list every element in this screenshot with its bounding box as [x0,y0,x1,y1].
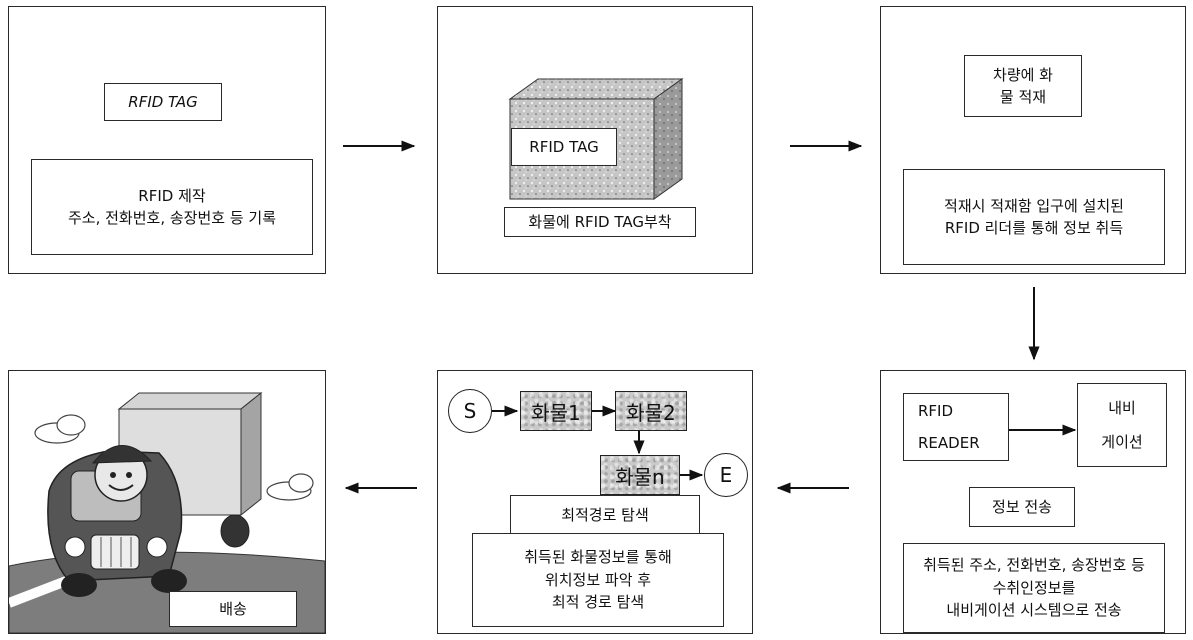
nav-line-1: 내비 [1108,398,1136,417]
rfid-tag-text: RFID TAG [128,92,198,111]
arrow-step2-to-step3 [790,140,863,152]
panel-delivery: 배송 [8,370,326,634]
cargo2-node: 화물2 [615,391,687,431]
panel-vehicle-loading: 차량에 화 물 적재 적재시 적재함 입구에 설치된 RFID 리더를 통해 정… [880,6,1186,274]
desc-line-3: 내비게이션 시스템으로 전송 [946,601,1122,620]
rfid-tag-label: RFID TAG [104,83,222,121]
desc-line-1: 취득된 주소, 전화번호, 송장번호 등 [923,556,1145,575]
desc-line-2: 수취인정보를 [992,578,1076,597]
reader-line-1: RFID [918,401,954,420]
vehicle-loading-title: 차량에 화 물 적재 [964,55,1082,117]
tag-attach-caption: 화물에 RFID TAG부착 [504,207,696,237]
nav-line-2: 게이션 [1101,433,1143,451]
arrow-cargo2-to-cargon [633,431,645,455]
rfid-reader-box: RFID READER [903,393,1009,461]
box-tag-text: RFID TAG [529,137,599,156]
panel-rfid-production: RFID TAG RFID 제작 주소, 전화번호, 송장번호 등 기록 [8,6,326,274]
panel-tag-attach: RFID TAG 화물에 RFID TAG부착 [437,6,753,274]
desc-line-1: RFID 제작 [138,186,206,205]
info-transfer-label: 정보 전송 [969,487,1075,527]
box-tag-label: RFID TAG [511,128,617,166]
arrow-start-to-cargo1 [492,405,519,417]
arrow-step4-to-step5 [776,482,849,494]
start-node: S [448,389,492,433]
cargo1-text: 화물1 [531,400,581,425]
route-search-desc: 취득된 화물정보를 통해 위치정보 파악 후 최적 경로 탐색 [472,533,724,627]
arrow-step1-to-step2 [343,140,416,152]
cargo1-node: 화물1 [520,391,592,431]
desc-line-2: 위치정보 파악 후 [544,570,652,589]
delivery-caption: 배송 [169,591,297,627]
arrow-cargon-to-end [680,469,704,481]
info-transfer-desc: 취득된 주소, 전화번호, 송장번호 등 수취인정보를 내비게이션 시스템으로 … [903,543,1165,633]
delivery-truck-illustration [9,391,325,633]
desc-line-1: 취득된 화물정보를 통해 [524,548,672,567]
cargon-node: 화물n [600,455,680,495]
cargon-text: 화물n [615,464,665,489]
navigation-box: 내비 게이션 [1077,383,1167,467]
route-search-label: 최적경로 탐색 [510,495,700,535]
cargo2-text: 화물2 [626,400,676,425]
desc-line-3: 최적 경로 탐색 [551,593,645,612]
vehicle-loading-desc: 적재시 적재함 입구에 설치된 RFID 리더를 통해 정보 취득 [903,169,1165,265]
panel-info-transfer: RFID READER 내비 게이션 정보 전송 취득된 주소, 전화번호, 송… [880,370,1186,634]
route-label-text: 최적경로 탐색 [561,505,649,524]
transfer-text: 정보 전송 [992,497,1052,516]
end-text: E [719,463,733,487]
tag-attach-text: 화물에 RFID TAG부착 [528,212,672,231]
title-line-2: 물 적재 [999,88,1047,106]
desc-line-1: 적재시 적재함 입구에 설치된 [944,196,1124,215]
arrow-reader-to-navigation [1009,424,1077,436]
desc-line-2: RFID 리더를 통해 정보 취득 [944,219,1124,237]
start-text: S [463,399,477,423]
panel-route-search: S 화물1 화물2 화물n E 최적경로 탐색 취득된 화물정보를 통해 위치정… [437,370,753,634]
arrow-step5-to-step6 [344,482,417,494]
title-line-1: 차량에 화 [993,65,1053,84]
delivery-text: 배송 [219,599,247,618]
desc-line-2: 주소, 전화번호, 송장번호 등 기록 [67,209,276,227]
reader-line-2: READER [918,434,980,452]
arrow-cargo1-to-cargo2 [592,405,617,417]
end-node: E [704,453,748,497]
rfid-production-desc: RFID 제작 주소, 전화번호, 송장번호 등 기록 [31,159,313,255]
arrow-step3-to-step4 [1028,287,1040,361]
